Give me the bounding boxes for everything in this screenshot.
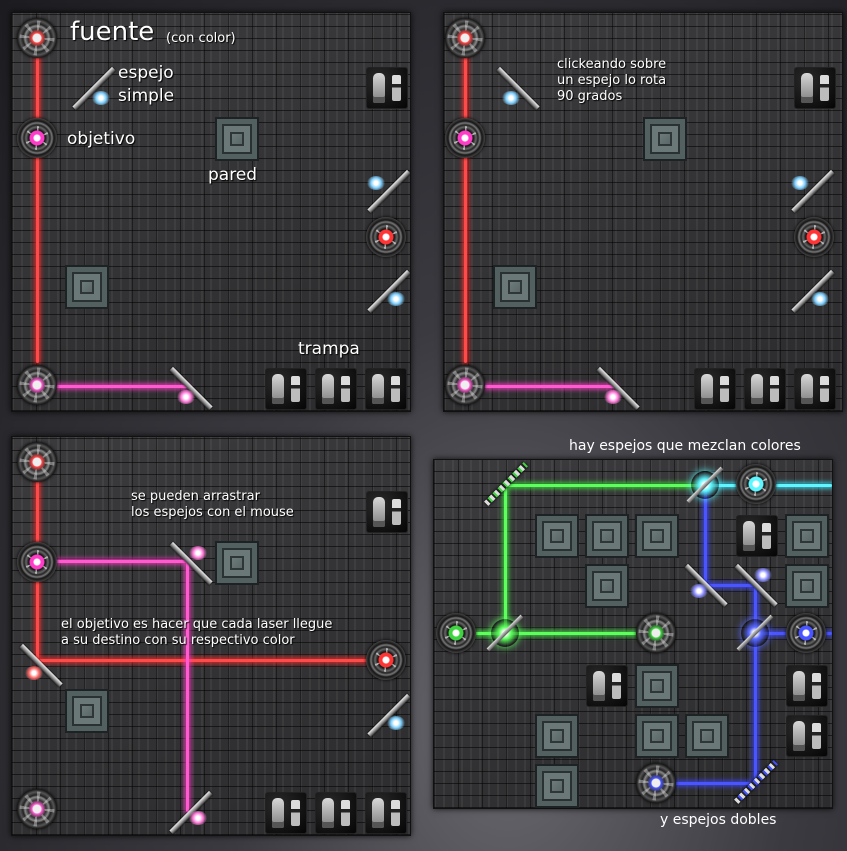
mirror-icon[interactable] <box>682 562 730 610</box>
laser-target-icon <box>17 542 57 582</box>
laser-target-icon <box>736 464 776 504</box>
mirror-icon[interactable] <box>365 268 410 316</box>
double-mirror-icon[interactable] <box>732 758 780 806</box>
laser-source-icon[interactable] <box>17 789 57 829</box>
laser-target-icon <box>794 217 834 257</box>
laser-source-icon[interactable] <box>17 442 57 482</box>
laser-target-icon <box>366 217 406 257</box>
green-laser-beam <box>456 632 656 635</box>
wall-block-icon <box>635 664 679 708</box>
color-mixer-mirror-icon[interactable] <box>691 471 719 499</box>
wall-block-icon <box>65 265 109 309</box>
tutorial-panel-2: clickeando sobre un espejo lo rota 90 gr… <box>443 12 843 412</box>
mirror-icon[interactable] <box>70 65 118 113</box>
pink-laser-beam <box>466 385 616 388</box>
trap-icon <box>744 368 786 410</box>
trap-icon <box>794 67 836 109</box>
mirror-icon[interactable] <box>167 789 215 835</box>
wall-block-icon <box>535 514 579 558</box>
red-laser-beam <box>38 659 383 662</box>
panel-title-note: (con color) <box>166 31 236 46</box>
trap-icon <box>315 792 357 834</box>
wall-block-icon <box>635 514 679 558</box>
laser-target-icon <box>366 640 406 680</box>
color-mixer-mirror-icon[interactable] <box>491 619 519 647</box>
mirror-icon[interactable] <box>17 642 65 690</box>
panel-title: fuente <box>70 17 155 47</box>
wall-block-icon <box>535 764 579 808</box>
wall-block-icon <box>535 714 579 758</box>
red-laser-beam <box>36 37 39 363</box>
wall-block-icon <box>585 564 629 608</box>
trap-icon <box>366 491 408 533</box>
drag-instruction: se pueden arrastrar los espejos con el m… <box>131 489 294 520</box>
trap-icon <box>366 67 408 109</box>
wall-block-icon <box>635 714 679 758</box>
blue-laser-beam <box>704 486 707 586</box>
wall-block-icon <box>215 117 259 161</box>
mirror-icon[interactable] <box>365 168 410 216</box>
color-mixer-mirror-icon[interactable] <box>741 619 769 647</box>
mirror-icon[interactable] <box>732 562 780 610</box>
laser-target-icon <box>17 118 57 158</box>
trap-icon <box>365 792 407 834</box>
trap-icon <box>265 792 307 834</box>
laser-source-icon[interactable] <box>636 763 676 803</box>
trap-icon <box>315 368 357 410</box>
wall-block-icon <box>493 265 537 309</box>
trap-icon <box>586 665 628 707</box>
pink-laser-beam <box>38 385 188 388</box>
mirror-icon[interactable] <box>167 365 215 411</box>
trap-icon <box>736 515 778 557</box>
trap-icon <box>265 368 307 410</box>
green-laser-beam <box>506 484 706 487</box>
wall-block-icon <box>215 541 259 585</box>
wall-label: pared <box>208 165 258 185</box>
pink-laser-beam <box>38 560 188 563</box>
mirror-icon[interactable] <box>594 365 642 411</box>
laser-source-icon[interactable] <box>445 365 485 405</box>
mirror-label: espejo <box>118 63 174 83</box>
color-mixer-caption: hay espejos que mezclan colores <box>569 438 801 454</box>
mirror-icon[interactable] <box>789 168 837 216</box>
blue-laser-beam <box>656 782 756 785</box>
mirror-icon[interactable] <box>494 65 542 113</box>
wall-block-icon <box>785 514 829 558</box>
laser-target-icon <box>445 118 485 158</box>
laser-target-icon <box>786 613 826 653</box>
laser-source-icon[interactable] <box>636 613 676 653</box>
green-laser-beam <box>504 484 507 634</box>
wall-block-icon <box>585 514 629 558</box>
trap-icon <box>794 368 836 410</box>
mirror-icon[interactable] <box>365 692 410 740</box>
mirror-icon[interactable] <box>789 268 837 316</box>
trap-icon <box>786 715 828 757</box>
wall-block-icon <box>785 564 829 608</box>
rotate-instruction: clickeando sobre un espejo lo rota 90 gr… <box>557 57 667 104</box>
trap-label: trampa <box>298 339 360 359</box>
red-laser-beam <box>464 37 467 363</box>
mirror-label: simple <box>118 86 175 106</box>
trap-icon <box>365 368 407 410</box>
goal-instruction: el objetivo es hacer que cada laser lleg… <box>61 617 333 648</box>
blue-laser-beam <box>754 586 757 784</box>
pink-laser-beam <box>186 562 189 812</box>
trap-icon <box>786 665 828 707</box>
wall-block-icon <box>685 714 729 758</box>
tutorial-panel-4 <box>433 459 833 809</box>
wall-block-icon <box>65 689 109 733</box>
trap-icon <box>694 368 736 410</box>
double-mirror-icon[interactable] <box>482 460 530 508</box>
mirror-icon[interactable] <box>167 540 215 588</box>
wall-block-icon <box>643 117 687 161</box>
blue-laser-beam <box>706 584 756 587</box>
laser-source-icon[interactable] <box>17 18 57 58</box>
laser-target-icon <box>436 613 476 653</box>
target-label: objetivo <box>67 129 136 149</box>
laser-source-icon[interactable] <box>17 365 57 405</box>
double-mirror-caption: y espejos dobles <box>660 812 777 828</box>
tutorial-panel-1: fuente (con color) espejo simple objetiv… <box>11 12 411 412</box>
laser-source-icon[interactable] <box>445 18 485 58</box>
tutorial-panel-3: se pueden arrastrar los espejos con el m… <box>11 436 411 836</box>
